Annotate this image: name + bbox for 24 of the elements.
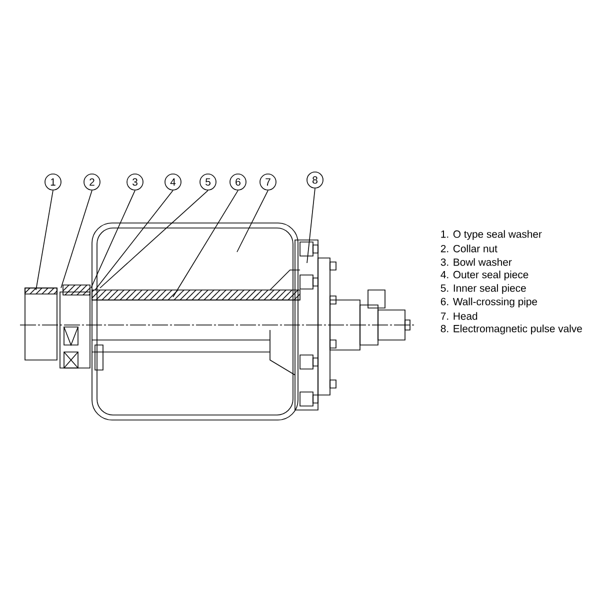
leader-line [36, 190, 54, 290]
callout-number: 6 [230, 174, 246, 190]
leader-line [60, 190, 92, 288]
callout-number: 5 [200, 174, 216, 190]
legend-text: 7. Head [440, 312, 478, 320]
leader-line [306, 188, 316, 264]
callout-number: 3 [126, 174, 144, 190]
legend-text: 1. O type seal washer [441, 230, 542, 240]
legend-text: 5. Inner seal piece [440, 284, 526, 294]
leader-line [100, 190, 208, 288]
legend-text: 4. Outer seal piece [440, 270, 528, 280]
leader-line [172, 190, 238, 298]
legend-text: 3. Bowl washer [440, 258, 512, 266]
leader-line [94, 190, 174, 290]
leader-line [90, 190, 136, 288]
legend-text: 6. Wall-crossing pipe [440, 298, 538, 308]
callout-number: 7 [260, 174, 276, 190]
callout-number: 2 [84, 174, 100, 190]
callout-number: 4 [164, 174, 182, 190]
legend-text: 2. Collar nut [440, 244, 498, 252]
callout-number: 8 [306, 172, 324, 188]
callout-number: 1 [44, 174, 62, 190]
legend-text: 8. Electromagnetic pulse valve [440, 324, 582, 334]
leader-line [236, 190, 268, 252]
